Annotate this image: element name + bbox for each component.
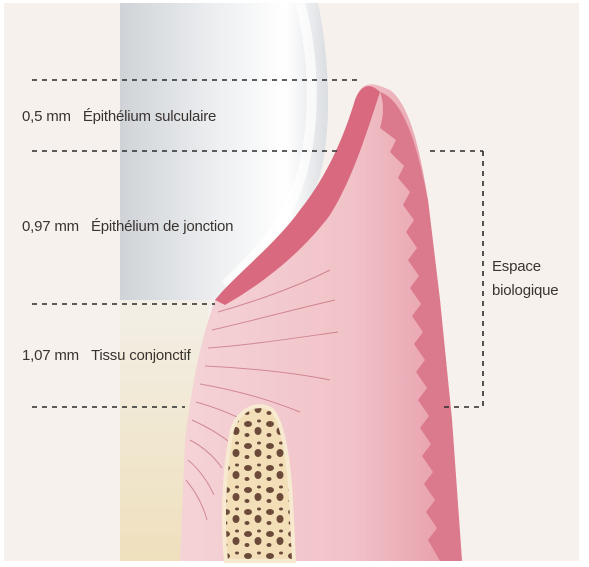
layer-label-sulcular: 0,5 mm Épithélium sulculaire xyxy=(22,108,216,125)
bracket-label: Espace biologique xyxy=(492,255,558,303)
layer-value: 0,97 mm xyxy=(22,218,79,235)
bracket-label-line2: biologique xyxy=(492,279,558,303)
layer-label-junctional: 0,97 mm Épithélium de jonction xyxy=(22,218,233,235)
layer-name: Tissu conjonctif xyxy=(91,347,191,364)
layer-name: Épithélium sulculaire xyxy=(83,108,216,125)
layer-label-connective: 1,07 mm Tissu conjonctif xyxy=(22,347,191,364)
bracket-label-line1: Espace xyxy=(492,255,558,279)
layer-value: 1,07 mm xyxy=(22,347,79,364)
layer-name: Épithélium de jonction xyxy=(91,218,233,235)
layer-value: 0,5 mm xyxy=(22,108,71,125)
